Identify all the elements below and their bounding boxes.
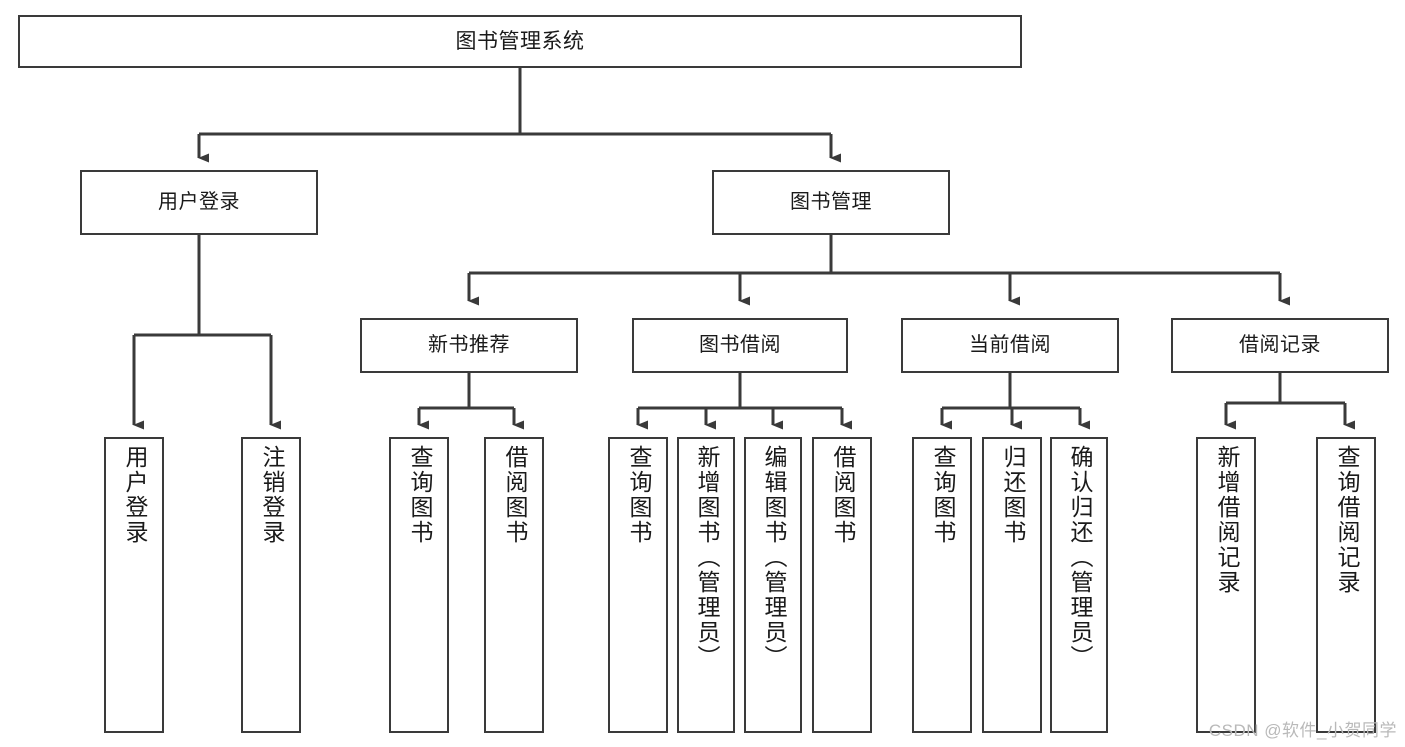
node-leaf-edit-book-admin[interactable]: 编辑图书（管理员）	[744, 437, 802, 733]
node-label: 新增图书（管理员）	[693, 445, 720, 670]
node-label: 当前借阅	[969, 334, 1051, 357]
node-leaf-user-login[interactable]: 用户登录	[104, 437, 164, 733]
node-label: 查询借阅记录	[1333, 445, 1360, 595]
node-label: 新增借阅记录	[1213, 445, 1240, 595]
node-label: 注销登录	[258, 445, 285, 545]
node-label: 新书推荐	[428, 334, 510, 357]
node-leaf-query-books-borrow[interactable]: 查询图书	[608, 437, 668, 733]
node-root-book-management-system[interactable]: 图书管理系统	[18, 15, 1022, 68]
node-label: 用户登录	[121, 445, 148, 545]
node-book-borrowing[interactable]: 图书借阅	[632, 318, 848, 373]
node-label: 查询图书	[929, 445, 956, 545]
node-new-book-recommendation[interactable]: 新书推荐	[360, 318, 578, 373]
node-leaf-borrow-books[interactable]: 借阅图书	[812, 437, 872, 733]
node-user-login[interactable]: 用户登录	[80, 170, 318, 235]
node-label: 用户登录	[158, 191, 240, 214]
node-leaf-query-books-current[interactable]: 查询图书	[912, 437, 972, 733]
node-leaf-borrow-books-new[interactable]: 借阅图书	[484, 437, 544, 733]
node-label: 借阅记录	[1239, 334, 1321, 357]
node-label: 借阅图书	[829, 445, 856, 545]
node-book-management[interactable]: 图书管理	[712, 170, 950, 235]
node-leaf-add-book-admin[interactable]: 新增图书（管理员）	[677, 437, 735, 733]
watermark: CSDN @软件_小贺同学	[1208, 721, 1397, 740]
node-label: 图书借阅	[699, 334, 781, 357]
node-label: 查询图书	[625, 445, 652, 545]
node-label: 图书管理	[790, 191, 872, 214]
node-label: 查询图书	[406, 445, 433, 545]
node-borrow-records[interactable]: 借阅记录	[1171, 318, 1389, 373]
node-leaf-confirm-return-admin[interactable]: 确认归还（管理员）	[1050, 437, 1108, 733]
node-leaf-add-borrow-record[interactable]: 新增借阅记录	[1196, 437, 1256, 733]
node-label: 图书管理系统	[455, 29, 585, 53]
node-leaf-query-books-new[interactable]: 查询图书	[389, 437, 449, 733]
node-current-borrowing[interactable]: 当前借阅	[901, 318, 1119, 373]
node-label: 归还图书	[999, 445, 1026, 545]
node-label: 确认归还（管理员）	[1066, 445, 1093, 670]
node-leaf-return-books[interactable]: 归还图书	[982, 437, 1042, 733]
node-label: 借阅图书	[501, 445, 528, 545]
node-leaf-logout[interactable]: 注销登录	[241, 437, 301, 733]
node-leaf-query-borrow-record[interactable]: 查询借阅记录	[1316, 437, 1376, 733]
node-label: 编辑图书（管理员）	[760, 445, 787, 670]
